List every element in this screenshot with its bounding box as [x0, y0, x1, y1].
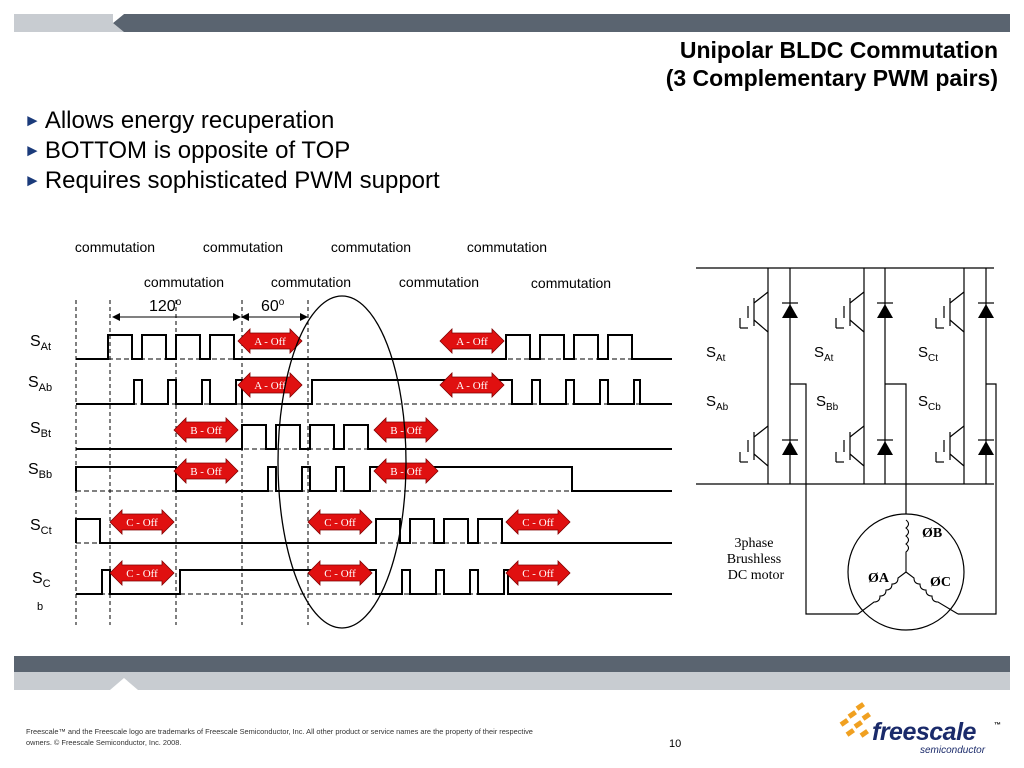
commutation-label: commutation: [144, 274, 224, 290]
waveform-s-bb: [75, 466, 672, 492]
signal-label-s-cb: SC: [32, 570, 51, 590]
svg-text:C - Off: C - Off: [324, 568, 356, 580]
off-arrow-a: A - Off: [237, 328, 303, 354]
bullet-list: ►Allows energy recuperation ►BOTTOM is o…: [24, 106, 440, 196]
signal-label-s-bt: SBt: [30, 420, 51, 440]
switch-label: SBb: [816, 393, 839, 413]
switch-label: SAb: [706, 393, 729, 413]
igbt-switch-top-b: [835, 291, 865, 333]
motor-label-line-1: 3phase: [735, 536, 774, 551]
freescale-logo-tm: ™: [994, 722, 1001, 729]
motor-label-line-2: Brushless: [727, 552, 781, 567]
title-line-1: Unipolar BLDC Commutation: [679, 37, 998, 63]
motor-phase-a-label: ØA: [868, 571, 890, 586]
svg-text:A - Off: A - Off: [254, 336, 286, 348]
off-arrow-b: B - Off: [373, 417, 439, 443]
off-arrow-b: B - Off: [173, 458, 239, 484]
angle-60-label: 60o: [261, 297, 285, 315]
angle-120-label: 120o: [149, 297, 182, 315]
freescale-logo-sub: semiconductor: [920, 745, 986, 756]
motor-phase-c-label: ØC: [930, 575, 951, 590]
igbt-switch-bottom-a: [739, 425, 769, 467]
off-arrow-c: C - Off: [505, 560, 571, 586]
diode-top-b: [877, 302, 893, 318]
off-arrow-c: C - Off: [109, 509, 175, 535]
igbt-switch-top-c: [935, 291, 965, 333]
freescale-logo-mark: [839, 702, 871, 738]
signal-baselines: [76, 358, 672, 595]
svg-text:C - Off: C - Off: [522, 568, 554, 580]
inverter-bridge-diagram: SAt SAt SCt SAb SBb SCb ØB ØA ØC 3phase …: [696, 267, 997, 631]
bottom-band: [14, 656, 1010, 690]
commutation-label: commutation: [75, 239, 155, 255]
commutation-gridlines: [75, 300, 309, 625]
signal-label-s-at: SAt: [30, 333, 51, 353]
signal-label-s-bb: SBb: [28, 461, 52, 481]
switch-label: SCb: [918, 393, 941, 413]
svg-text:C - Off: C - Off: [324, 517, 356, 529]
commutation-label: commutation: [203, 239, 283, 255]
off-arrow-a: A - Off: [237, 372, 303, 398]
svg-text:A - Off: A - Off: [456, 336, 488, 348]
motor-label-line-3: DC motor: [728, 568, 785, 583]
page-number: 10: [669, 738, 682, 750]
freescale-logo-word: freescale: [872, 718, 976, 746]
off-arrow-b: B - Off: [173, 417, 239, 443]
motor-windings: [857, 519, 959, 615]
signal-label-s-ab: SAb: [28, 374, 52, 394]
svg-text:A - Off: A - Off: [254, 380, 286, 392]
waveform-s-ct: [75, 518, 672, 544]
timing-diagram: commutation commutation commutation comm…: [28, 239, 672, 629]
diode-bottom-a: [782, 439, 798, 455]
off-arrow-c: C - Off: [109, 560, 175, 586]
commutation-label: commutation: [467, 239, 547, 255]
slide-title: Unipolar BLDC Commutation (3 Complementa…: [666, 36, 998, 92]
igbt-switch-bottom-c: [935, 425, 965, 467]
diode-top-a: [782, 302, 798, 318]
svg-text:C - Off: C - Off: [126, 517, 158, 529]
off-arrow-c: C - Off: [307, 560, 373, 586]
svg-text:B - Off: B - Off: [190, 466, 222, 478]
waveform-s-cb: [76, 569, 672, 595]
off-arrow-a: A - Off: [439, 372, 505, 398]
bullet-arrow-icon: ►: [24, 111, 41, 130]
bullet-item: ►Allows energy recuperation: [24, 107, 335, 134]
signal-label-s-cb-wrap: b: [37, 601, 43, 613]
commutation-label: commutation: [331, 239, 411, 255]
bullet-arrow-icon: ►: [24, 141, 41, 160]
off-arrow-c: C - Off: [307, 509, 373, 535]
waveform-s-at: [76, 334, 672, 360]
off-arrow-a: A - Off: [439, 328, 505, 354]
switch-label: SCt: [918, 344, 938, 364]
phase-leads: [790, 383, 997, 615]
top-band: [14, 14, 1010, 32]
diode-top-c: [978, 302, 994, 318]
svg-text:C - Off: C - Off: [522, 517, 554, 529]
title-line-2: (3 Complementary PWM pairs): [665, 65, 998, 91]
bullet-arrow-icon: ►: [24, 171, 41, 190]
commutation-label: commutation: [271, 274, 351, 290]
svg-text:B - Off: B - Off: [190, 425, 222, 437]
legal-notice: Freescale™ and the Freescale logo are tr…: [26, 727, 533, 747]
waveforms: [75, 334, 672, 595]
igbt-switch-top-a: [739, 291, 769, 333]
switch-label: SAt: [706, 344, 726, 364]
svg-text:C - Off: C - Off: [126, 568, 158, 580]
motor-phase-b-label: ØB: [922, 526, 942, 541]
diode-bottom-b: [877, 439, 893, 455]
diode-bottom-c: [978, 439, 994, 455]
bullet-item: ►BOTTOM is opposite of TOP: [24, 137, 351, 164]
highlight-ellipse: [277, 295, 407, 629]
signal-label-s-ct: SCt: [30, 517, 52, 537]
svg-text:B - Off: B - Off: [390, 425, 422, 437]
waveform-s-ab: [76, 379, 672, 405]
commutation-label: commutation: [399, 274, 479, 290]
switch-label: SAt: [814, 344, 834, 364]
commutation-label: commutation: [531, 275, 611, 291]
waveform-s-bt: [76, 424, 672, 450]
bullet-item: ►Requires sophisticated PWM support: [24, 167, 440, 194]
off-arrow-c: C - Off: [505, 509, 571, 535]
svg-text:A - Off: A - Off: [456, 380, 488, 392]
igbt-switch-bottom-b: [835, 425, 865, 467]
